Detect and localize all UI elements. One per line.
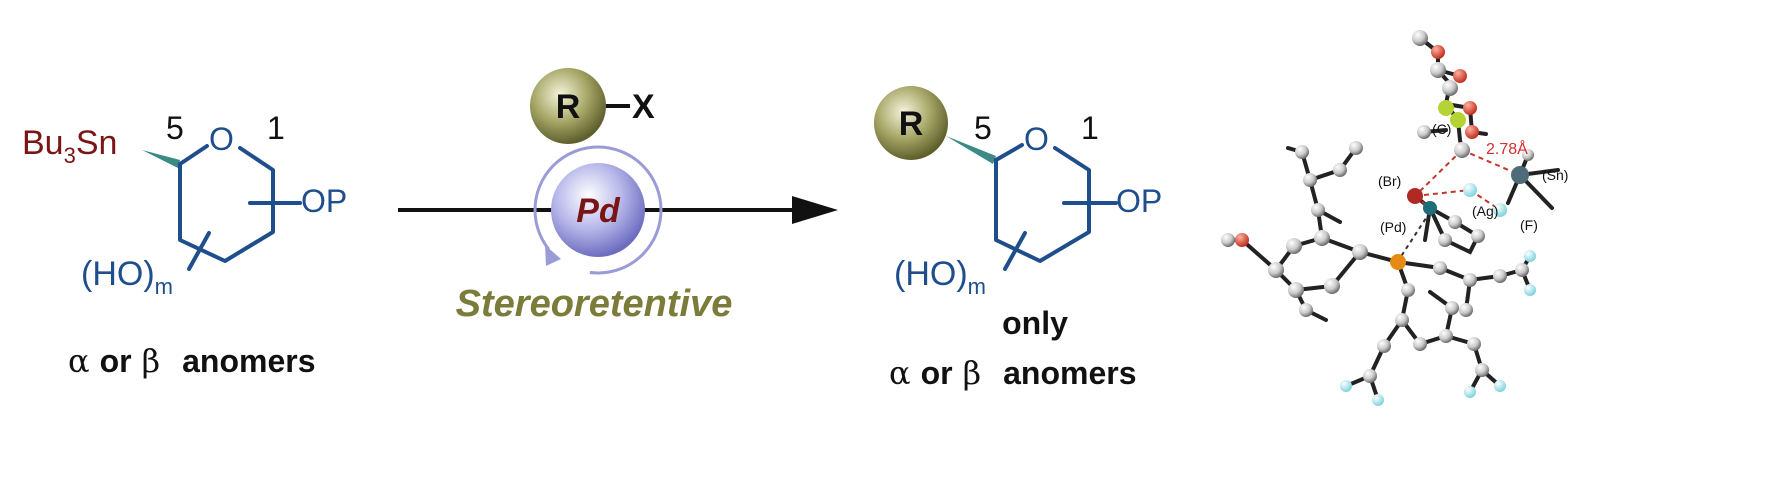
- atom: [1493, 269, 1507, 283]
- atom: [1465, 125, 1479, 139]
- atom: [1286, 238, 1302, 254]
- palladium-atom: [1423, 201, 1437, 215]
- atom: [1340, 380, 1352, 392]
- atom: [1442, 80, 1458, 96]
- atom: [1475, 363, 1489, 377]
- atom: [1464, 386, 1476, 398]
- atom: [1299, 303, 1313, 317]
- product-position-1-label: 1: [1081, 110, 1099, 146]
- halide-label: X: [632, 88, 655, 126]
- atom: [1363, 369, 1377, 383]
- pd-label: Pd: [576, 192, 621, 230]
- product-op-group-label: OP: [1116, 183, 1162, 219]
- pd-p-dash: [1399, 211, 1431, 259]
- atom: [1471, 229, 1485, 243]
- silver-label: (Ag): [1472, 203, 1498, 219]
- bromine-label: (Br): [1378, 173, 1401, 189]
- reaction-arrow-head: [792, 196, 838, 224]
- atom: [1467, 337, 1481, 351]
- phosphorus-atom: [1390, 254, 1406, 270]
- atom: [1524, 250, 1536, 262]
- atom: [1311, 203, 1325, 217]
- ts-atoms: [1221, 30, 1536, 406]
- atom: [1401, 283, 1415, 297]
- atom: [1438, 233, 1452, 247]
- atom: [1524, 284, 1536, 296]
- atom: [1448, 215, 1462, 229]
- product-ring-oxygen-label: O: [1024, 121, 1049, 157]
- atom: [1431, 45, 1445, 59]
- transition-state-model: 2.78Å (C) (Br) (Ag) (Pd) (F) (Sn): [1221, 30, 1568, 406]
- only-label: only: [1002, 305, 1068, 341]
- product-r-ball: [874, 86, 948, 160]
- atom: [1221, 233, 1235, 247]
- product-position-5-label: 5: [974, 110, 992, 146]
- atom: [1235, 233, 1249, 247]
- atom: [1450, 112, 1466, 128]
- atom: [1522, 149, 1534, 161]
- silver-atom: [1463, 183, 1477, 197]
- palladium-label: (Pd): [1380, 219, 1406, 235]
- atom: [1333, 163, 1347, 177]
- atom: [1395, 313, 1409, 327]
- fluorine-label: (F): [1520, 217, 1538, 233]
- atom: [1438, 100, 1454, 116]
- tin-label: (Sn): [1542, 167, 1568, 183]
- atom: [1349, 141, 1363, 155]
- tin-atom: [1511, 166, 1529, 184]
- atom: [1459, 303, 1473, 317]
- product-stereo-wedge: [946, 136, 996, 164]
- atom: [1303, 173, 1317, 187]
- pd-catalytic-cycle: [533, 145, 663, 275]
- atom: [1463, 273, 1477, 287]
- cycle-arrowhead: [545, 245, 561, 266]
- atom: [1433, 261, 1447, 275]
- atom: [1445, 301, 1459, 315]
- atom: [1463, 101, 1477, 115]
- atom: [1372, 394, 1384, 406]
- pd-ball: [551, 163, 645, 257]
- ts-dashed-interactions: [1414, 149, 1521, 211]
- atom: [1314, 230, 1330, 246]
- atom: [1515, 263, 1529, 277]
- atom: [1453, 69, 1467, 83]
- distance-label: 2.78Å: [1486, 139, 1528, 158]
- atom: [1430, 62, 1446, 78]
- atom: [1352, 244, 1368, 260]
- atom: [1417, 125, 1431, 139]
- atom: [1295, 145, 1309, 159]
- carbon-label: (C): [1432, 121, 1451, 137]
- product-pyranose-ring: [994, 143, 1118, 271]
- product-hydroxyl-label: (HO)m: [894, 255, 986, 299]
- position-1-label: 1: [267, 110, 285, 146]
- atom: [1413, 337, 1427, 351]
- carbon-atom: [1454, 142, 1470, 158]
- stereo-wedge: [142, 150, 180, 168]
- pyranose-ring: [178, 144, 302, 271]
- product-r-label: R: [899, 105, 924, 143]
- bromine-atom: [1407, 188, 1423, 204]
- atom: [1494, 380, 1506, 392]
- reaction-conditions: R X Pd Stereoretentive: [398, 68, 838, 325]
- atom: [1377, 339, 1391, 353]
- stereoretentive-label: Stereoretentive: [456, 283, 733, 325]
- ring-oxygen-label: O: [209, 121, 234, 157]
- hydroxyl-label: (HO)m: [81, 255, 173, 299]
- atom: [1288, 282, 1304, 298]
- r-group-ball: [530, 68, 606, 144]
- position-5-label: 5: [166, 110, 184, 146]
- atom: [1324, 278, 1340, 294]
- fluorine-atom: [1493, 203, 1507, 217]
- atom: [1439, 329, 1453, 343]
- atom: [1268, 262, 1284, 278]
- atom: [1412, 30, 1428, 46]
- tributylstannyl-label: Bu3Sn: [22, 124, 117, 168]
- r-group-label: R: [556, 88, 581, 126]
- op-group-label: OP: [301, 183, 347, 219]
